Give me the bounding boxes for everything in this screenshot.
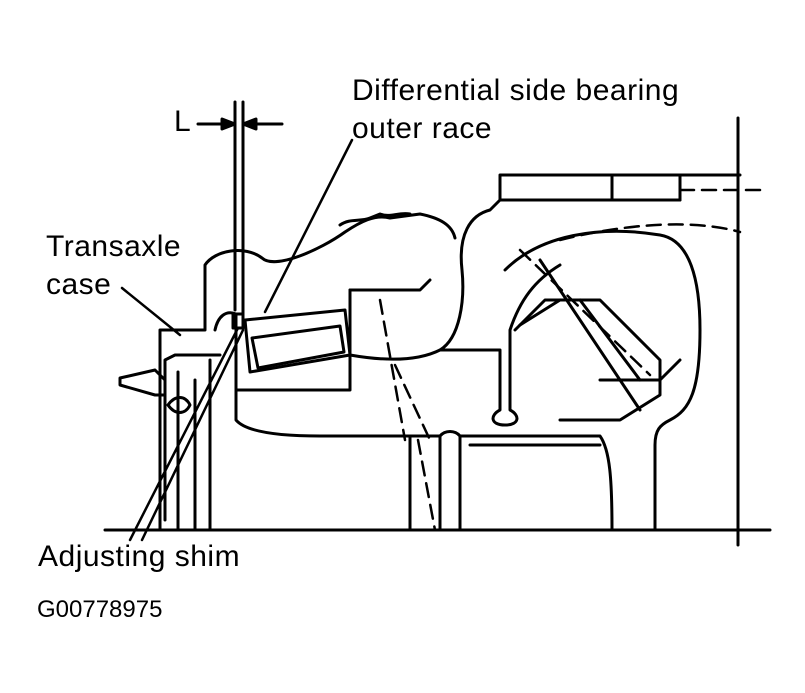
- outer-race-label-line1: Differential side bearing: [352, 74, 680, 107]
- pinion-line-2: [518, 298, 562, 327]
- case-label-line2: case: [46, 268, 112, 301]
- transaxle-case-outline: [158, 212, 457, 532]
- hidden-line-2: [393, 363, 432, 442]
- leader-shim-1: [128, 326, 240, 542]
- hidden-line-3: [416, 438, 437, 532]
- pinion-line-3: [578, 298, 642, 382]
- hidden-line-4: [558, 223, 742, 242]
- case-left-lip: [118, 368, 167, 397]
- ring-gear-inner: [513, 298, 662, 422]
- bearing-roller: [250, 324, 346, 370]
- bearing-outer-race: [243, 308, 352, 374]
- leader-case: [120, 286, 182, 337]
- case-label-line1: Transaxle: [46, 230, 182, 263]
- figure-id: G00778975: [37, 596, 163, 623]
- leader-shim-2: [140, 328, 245, 542]
- dimension-label: L: [174, 105, 192, 138]
- adjusting-shim: [231, 312, 245, 330]
- dimension-arrowhead-left: [220, 117, 237, 131]
- case-seal-bead: [166, 396, 192, 414]
- outer-race-label-line2: outer race: [352, 112, 493, 145]
- shim-label: Adjusting shim: [38, 540, 241, 573]
- leader-outer-race: [263, 138, 354, 314]
- pinion-gear: [598, 358, 682, 382]
- dimension-arrowhead-right: [241, 117, 258, 131]
- carrier-housing: [348, 173, 742, 361]
- hidden-line-6: [518, 248, 652, 377]
- hidden-line-1: [378, 298, 407, 442]
- case-center-section: [438, 263, 562, 427]
- side-gear-body: [234, 388, 412, 532]
- bearing-support-2: [348, 278, 432, 292]
- bearing-housing: [234, 298, 352, 392]
- case-top-texture: [338, 212, 412, 227]
- lower-gear-body: [408, 430, 614, 532]
- case-inner-wall: [163, 353, 222, 522]
